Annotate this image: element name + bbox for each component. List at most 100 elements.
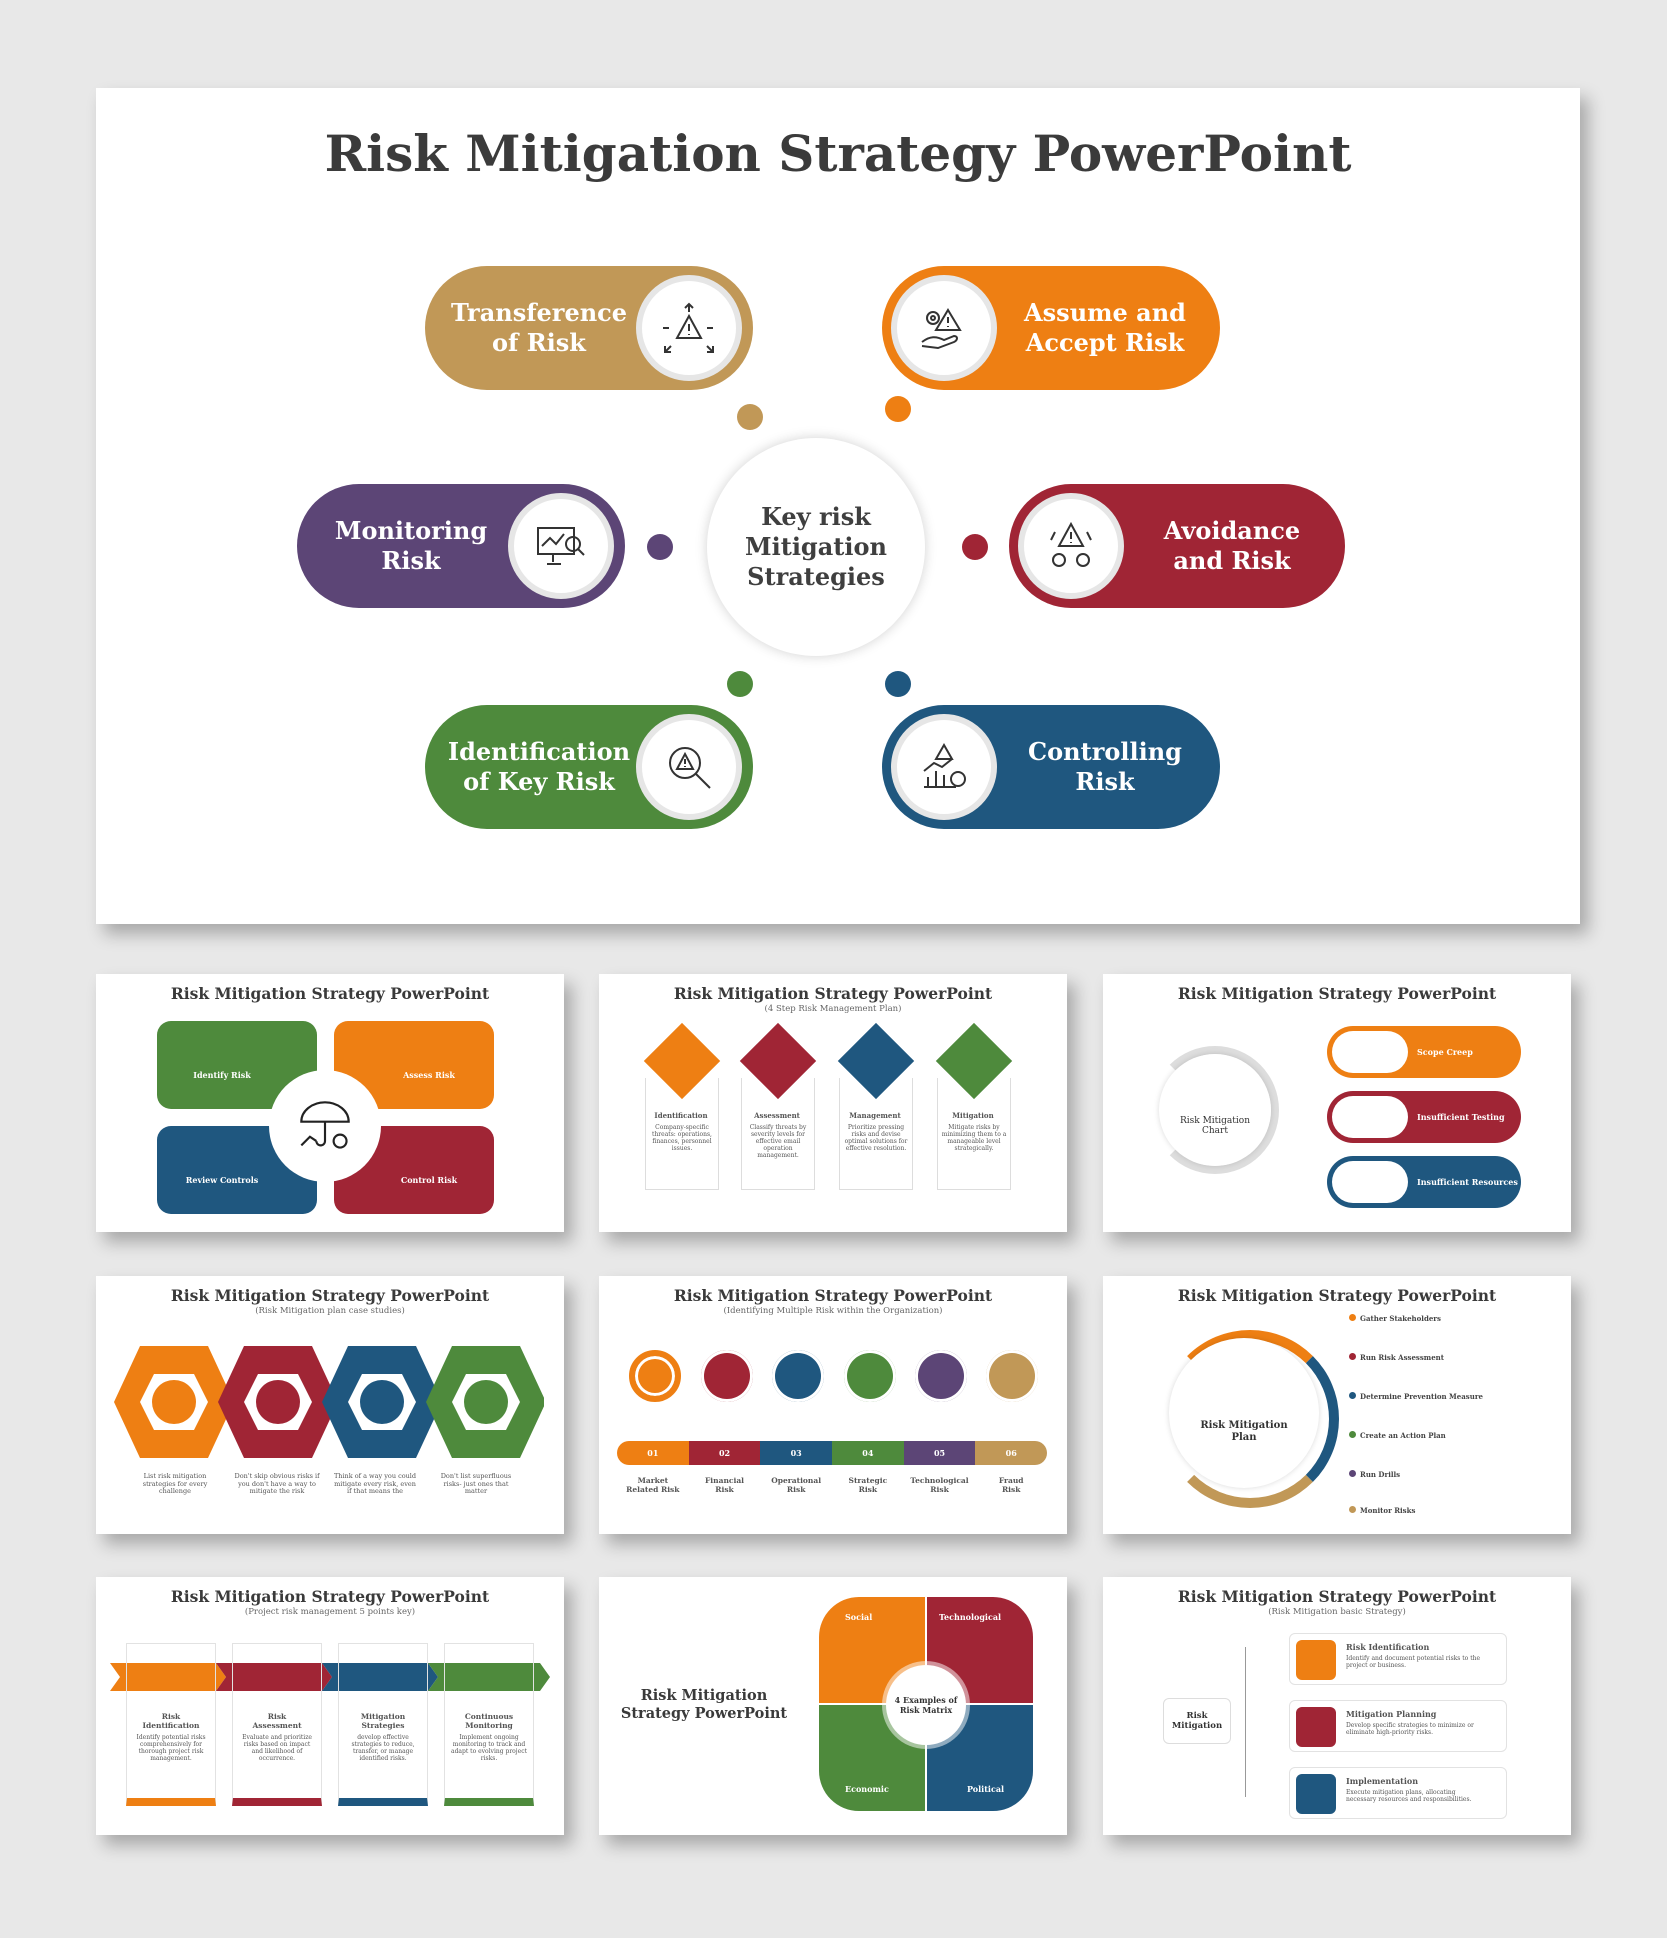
card-head: Risk Assessment xyxy=(252,1712,302,1730)
branch-body: Execute mitigation plans, allocating nec… xyxy=(1346,1789,1472,1803)
tree-lines xyxy=(1245,1647,1277,1797)
thumb-title: Risk Mitigation Strategy PowerPoint xyxy=(1177,984,1497,1003)
dot-blue xyxy=(885,671,911,697)
branch-body: Develop specific strategies to minimize … xyxy=(1346,1722,1474,1736)
thumb-title: Risk Mitigation Strategy PowerPoint xyxy=(1177,1286,1497,1305)
quad-label: Control Risk xyxy=(400,1175,458,1185)
thumb-title: Risk Mitigation Strategy PowerPoint xyxy=(170,1286,490,1305)
pill-label: Transference of Risk xyxy=(450,298,628,357)
pill-monitoring: Monitoring Risk xyxy=(297,484,625,608)
thumb-slide-9[interactable]: Risk Mitigation Strategy PowerPoint (Ris… xyxy=(1103,1577,1571,1835)
branch-1: Risk Identification Identify and documen… xyxy=(1289,1633,1507,1685)
plan-items: Gather Stakeholders Run Risk Assessment … xyxy=(1349,1314,1559,1526)
matrix-title: Risk Mitigation Strategy PowerPoint xyxy=(620,1687,788,1722)
chart-center: Risk Mitigation Chart xyxy=(1159,1054,1271,1166)
thumb-slide-6[interactable]: Risk Mitigation Strategy PowerPoint Risk… xyxy=(1103,1276,1571,1534)
pin-6 xyxy=(986,1350,1038,1402)
thumb-slide-4[interactable]: Risk Mitigation Strategy PowerPoint (Ris… xyxy=(96,1276,564,1534)
plan-item: Determine Prevention Measure xyxy=(1349,1392,1559,1431)
magnifier-warning-icon xyxy=(669,747,711,789)
center-circle: Key risk Mitigation Strategies xyxy=(707,438,925,656)
risk-label: Financial Risk xyxy=(704,1476,745,1494)
num: 03 xyxy=(760,1441,833,1465)
matrix-center-label: 4 Examples of Risk Matrix xyxy=(894,1695,958,1715)
plan-ring xyxy=(1161,1330,1339,1508)
thumb-subtitle: (Risk Mitigation basic Strategy) xyxy=(1268,1607,1406,1617)
umbrella-circle xyxy=(269,1070,381,1182)
plan-center: Risk Mitigation Plan xyxy=(1169,1338,1319,1488)
risk-labels: Market Related Risk Financial Risk Opera… xyxy=(617,1476,1047,1494)
pill-label: Avoidance and Risk xyxy=(1163,516,1301,575)
branch-head: Mitigation Planning xyxy=(1346,1709,1437,1719)
risk-label: Technological Risk xyxy=(910,1476,969,1494)
thumb-slide-5[interactable]: Risk Mitigation Strategy PowerPoint (Ide… xyxy=(599,1276,1067,1534)
pill-icon-circle xyxy=(636,714,742,820)
thumb-slide-3[interactable]: Risk Mitigation Strategy PowerPoint Risk… xyxy=(1103,974,1571,1232)
pin-5 xyxy=(915,1350,967,1402)
quad-label: Assess Risk xyxy=(403,1070,455,1080)
risk-label: Strategic Risk xyxy=(848,1476,888,1494)
card-body: Identify potential risks comprehensively… xyxy=(136,1734,206,1762)
card-2: Risk Assessment Evaluate and prioritize … xyxy=(232,1643,322,1806)
pill-icon-circle xyxy=(508,493,614,599)
gear-warning-hand-icon xyxy=(921,308,962,350)
branch-2: Mitigation Planning Develop specific str… xyxy=(1289,1700,1507,1752)
thumb-subtitle: (Identifying Multiple Risk within the Or… xyxy=(723,1306,943,1316)
hex-text: List risk mitigation strategies for ever… xyxy=(142,1472,208,1495)
num: 04 xyxy=(832,1441,904,1465)
step-body: Classify threats by severity levels for … xyxy=(749,1124,807,1159)
step-head: Identification xyxy=(654,1111,708,1120)
item-label: Insufficient Testing xyxy=(1417,1112,1505,1122)
pill-icon-circle xyxy=(891,714,997,820)
plan-item: Run Risk Assessment xyxy=(1349,1353,1559,1392)
main-slide: Risk Mitigation Strategy PowerPoint Key … xyxy=(96,88,1580,924)
card-1: Risk Identification Identify potential r… xyxy=(126,1643,216,1806)
arrow-band xyxy=(110,1663,550,1691)
dot-green xyxy=(727,671,753,697)
step-2: Assessment Classify threats by severity … xyxy=(737,1022,817,1204)
plan-item: Gather Stakeholders xyxy=(1349,1314,1559,1353)
card-body: Evaluate and prioritize risks based on i… xyxy=(242,1734,312,1762)
thumb-slide-1[interactable]: Risk Mitigation Strategy PowerPoint Iden… xyxy=(96,974,564,1232)
thumb-title: Risk Mitigation Strategy PowerPoint xyxy=(170,984,490,1003)
thumb-title: Risk Mitigation Strategy PowerPoint xyxy=(673,984,993,1003)
branch-body: Identify and document potential risks to… xyxy=(1346,1655,1481,1669)
card-body: develop effective strategies to reduce, … xyxy=(351,1734,415,1762)
step-1: Identification Company-specific threats:… xyxy=(641,1022,721,1204)
thumb-slide-8[interactable]: Risk Mitigation Strategy PowerPoint Soci… xyxy=(599,1577,1067,1835)
hexagon-row xyxy=(114,1346,544,1458)
step-4: Mitigation Mitigate risks by minimizing … xyxy=(933,1022,1013,1204)
item-label: Scope Creep xyxy=(1417,1047,1473,1057)
pin-1 xyxy=(629,1350,681,1402)
pill-transference: Transference of Risk xyxy=(425,266,753,390)
item-label: Insufficient Resources xyxy=(1417,1177,1518,1187)
dot-red xyxy=(962,534,988,560)
risk-label: Operational Risk xyxy=(771,1476,822,1494)
thumb-subtitle: (Risk Mitigation plan case studies) xyxy=(255,1306,405,1316)
risk-label: Fraud Risk xyxy=(998,1476,1024,1494)
thumb-slide-7[interactable]: Risk Mitigation Strategy PowerPoint (Pro… xyxy=(96,1577,564,1835)
matrix-center: 4 Examples of Risk Matrix xyxy=(886,1665,966,1745)
card-4: Continuous Monitoring Implement ongoing … xyxy=(444,1643,534,1806)
pill-identification: Identification of Key Risk xyxy=(425,705,753,829)
umbrella-gear-icon xyxy=(300,1101,350,1149)
hex-text: Don't list superfluous risks- just ones … xyxy=(440,1472,512,1495)
root-label: Risk Mitigation xyxy=(1171,1711,1223,1731)
step-head: Assessment xyxy=(754,1111,800,1120)
quad-label: Social xyxy=(845,1612,873,1622)
thumb-slide-2[interactable]: Risk Mitigation Strategy PowerPoint (4 S… xyxy=(599,974,1067,1232)
pill-label: Identification of Key Risk xyxy=(447,737,631,796)
card-3: Mitigation Strategies develop effective … xyxy=(338,1643,428,1806)
num: 02 xyxy=(688,1441,761,1465)
monitor-chart-search-icon xyxy=(537,527,585,565)
dot-tan xyxy=(737,404,763,430)
plan-center-label: Risk Mitigation Plan xyxy=(1200,1420,1288,1443)
num: 06 xyxy=(975,1441,1047,1465)
main-title: Risk Mitigation Strategy PowerPoint xyxy=(324,124,1352,183)
step-body: Mitigate risks by minimizing them to a m… xyxy=(941,1124,1007,1152)
pin-4 xyxy=(844,1350,896,1402)
item-resources: Insufficient Resources xyxy=(1327,1156,1521,1208)
quad-label: Economic xyxy=(845,1784,889,1794)
thumb-title: Risk Mitigation Strategy PowerPoint xyxy=(170,1587,490,1606)
item-testing: Insufficient Testing xyxy=(1327,1091,1521,1143)
